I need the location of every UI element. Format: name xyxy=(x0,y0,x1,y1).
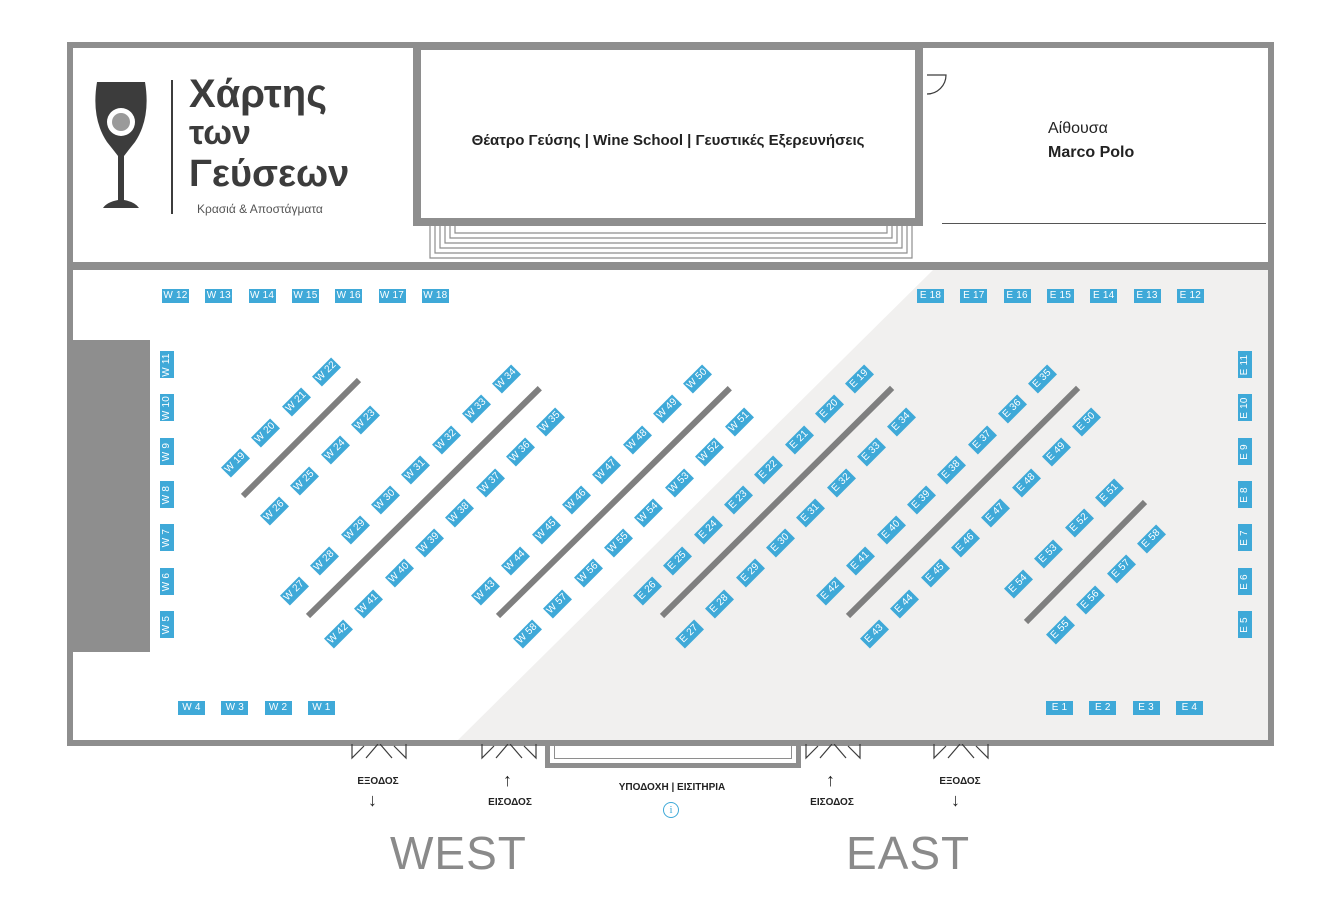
booth-e4[interactable]: E 4 xyxy=(1175,701,1203,715)
logo-divider xyxy=(171,80,173,214)
booth-e10[interactable]: E 10 xyxy=(1238,394,1252,422)
arrow-down-east-icon: ↓ xyxy=(951,790,960,810)
stage xyxy=(73,340,150,652)
booth-w6[interactable]: W 6 xyxy=(160,567,174,595)
booth-e2[interactable]: E 2 xyxy=(1089,701,1117,715)
entrance-east-label: ΕΙΣΟΔΟΣ xyxy=(810,797,854,808)
booth-w8[interactable]: W 8 xyxy=(160,480,174,508)
door-exit-west-icon xyxy=(351,744,407,760)
booth-w10[interactable]: W 10 xyxy=(160,394,174,422)
booth-e18[interactable]: E 18 xyxy=(917,289,944,303)
theatre-steps xyxy=(429,224,913,259)
booth-w1[interactable]: W 1 xyxy=(307,701,335,715)
reception-desk xyxy=(545,744,801,768)
booth-e5[interactable]: E 5 xyxy=(1238,610,1252,638)
theatre-title: Θέατρο Γεύσης | Wine School | Γευστικές … xyxy=(471,132,865,149)
booth-e6[interactable]: E 6 xyxy=(1238,567,1252,595)
booth-w5[interactable]: W 5 xyxy=(160,610,174,638)
info-icon: i xyxy=(663,802,679,818)
booth-w14[interactable]: W 14 xyxy=(248,289,276,303)
logo-subtitle: Κρασιά & Αποστάγματα xyxy=(197,202,323,216)
entrance-west-label: ΕΙΣΟΔΟΣ xyxy=(488,797,532,808)
booth-w18[interactable]: W 18 xyxy=(421,289,449,303)
exit-east-label: ΕΞΟΔΟΣ xyxy=(939,776,981,787)
arrow-down-west-icon: ↓ xyxy=(368,790,377,810)
zone-west-label: WEST xyxy=(390,827,527,879)
door-entrance-west-icon xyxy=(481,744,537,760)
logo-area: Χάρτης των Γεύσεων Κρασιά & Αποστάγματα xyxy=(73,48,411,262)
booth-e11[interactable]: E 11 xyxy=(1238,351,1252,378)
door-exit-east-icon xyxy=(933,744,989,760)
theatre-inner xyxy=(419,48,917,220)
booth-e15[interactable]: E 15 xyxy=(1046,289,1074,303)
wine-glass-icon xyxy=(95,82,147,208)
exit-west-label: ΕΞΟΔΟΣ xyxy=(357,776,399,787)
outer-wall-left xyxy=(67,42,73,746)
booth-e17[interactable]: E 17 xyxy=(960,289,988,303)
booth-w16[interactable]: W 16 xyxy=(335,289,363,303)
bottom-wall xyxy=(67,740,1274,746)
logo-title-line2: των xyxy=(189,114,251,152)
reception-label: ΥΠΟΔΟΧΗ | ΕΙΣΙΤΗΡΙΑ xyxy=(618,782,726,793)
booth-w7[interactable]: W 7 xyxy=(160,524,174,552)
booth-e3[interactable]: E 3 xyxy=(1132,701,1160,715)
booth-e13[interactable]: E 13 xyxy=(1133,289,1161,303)
booth-e12[interactable]: E 12 xyxy=(1176,289,1204,303)
aithousa-line2: Marco Polo xyxy=(1048,144,1135,161)
booth-e7[interactable]: E 7 xyxy=(1238,524,1252,552)
theatre-room: Θέατρο Γεύσης | Wine School | Γευστικές … xyxy=(413,48,923,226)
booth-w11[interactable]: W 11 xyxy=(160,351,174,378)
door-swing-icon xyxy=(926,74,947,95)
outer-wall-top xyxy=(67,42,1274,48)
east-zone-shading xyxy=(458,270,1268,740)
booth-w13[interactable]: W 13 xyxy=(205,289,233,303)
outer-wall-right xyxy=(1268,42,1274,746)
booth-e9[interactable]: E 9 xyxy=(1238,437,1252,465)
booth-w9[interactable]: W 9 xyxy=(160,437,174,465)
booth-e14[interactable]: E 14 xyxy=(1090,289,1118,303)
booth-e1[interactable]: E 1 xyxy=(1046,701,1073,715)
booth-w3[interactable]: W 3 xyxy=(221,701,249,715)
zone-east-label: EAST xyxy=(846,827,971,879)
booth-e8[interactable]: E 8 xyxy=(1238,480,1252,508)
arrow-up-east-icon: ↑ xyxy=(826,770,835,790)
door-entrance-east-icon xyxy=(805,744,861,760)
logo-title-line3: Γεύσεων xyxy=(189,153,350,195)
booth-e16[interactable]: E 16 xyxy=(1003,289,1031,303)
divider-wall xyxy=(67,262,1274,270)
booth-w17[interactable]: W 17 xyxy=(378,289,406,303)
booth-w4[interactable]: W 4 xyxy=(178,701,205,715)
logo-title-line1: Χάρτης xyxy=(189,72,327,116)
booth-w12[interactable]: W 12 xyxy=(162,289,189,303)
aithousa-line1: Αίθουσα xyxy=(1048,120,1108,137)
aithousa-floor-line xyxy=(942,223,1266,224)
booth-w15[interactable]: W 15 xyxy=(291,289,319,303)
arrow-up-west-icon: ↑ xyxy=(503,770,512,790)
booth-w2[interactable]: W 2 xyxy=(264,701,292,715)
